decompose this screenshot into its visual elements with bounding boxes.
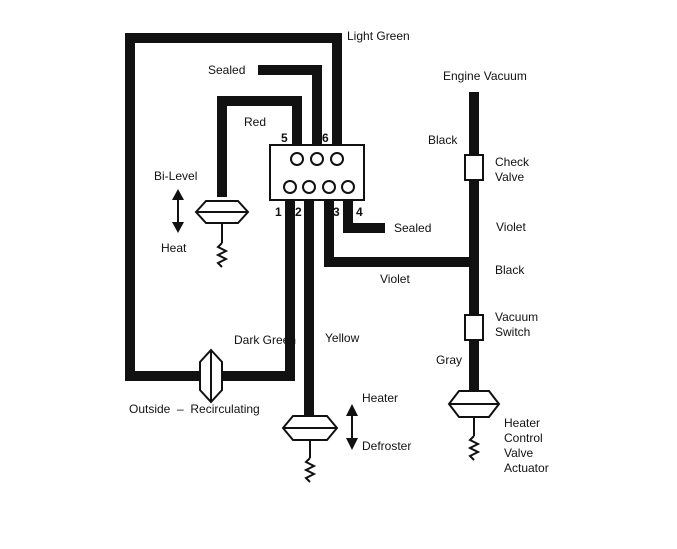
label-port-3: 3 (333, 205, 340, 219)
label-check-valve-2: Valve (495, 170, 524, 184)
label-port-2: 2 (295, 205, 302, 219)
label-dark-green: Dark Green (234, 333, 296, 347)
label-check-valve-1: Check (495, 155, 530, 169)
hose-violet (324, 190, 474, 267)
label-port-1: 1 (275, 205, 282, 219)
label-light-green: Light Green (347, 29, 410, 43)
label-outside-recirculating: Outside – Recirculating (129, 402, 260, 416)
label-actuator-1: Heater (504, 416, 540, 430)
label-gray: Gray (436, 353, 462, 367)
label-sealed-right: Sealed (394, 221, 431, 235)
label-engine-vacuum: Engine Vacuum (443, 69, 527, 83)
vacuum-switch (464, 314, 484, 341)
hose-sealed-top (258, 65, 322, 153)
hose-red (217, 96, 302, 197)
label-port-6: 6 (322, 131, 329, 145)
label-violet-right: Violet (496, 220, 526, 234)
label-port-4: 4 (356, 205, 363, 219)
bilevel-actuator (194, 200, 250, 268)
port-6-nipple (330, 152, 344, 166)
port-3-nipple (322, 180, 336, 194)
hose-light-green (125, 33, 342, 381)
port-4-nipple (341, 180, 355, 194)
label-sealed-top: Sealed (208, 63, 245, 77)
label-actuator-3: Valve (504, 446, 533, 460)
label-violet-mid: Violet (380, 272, 410, 286)
port-1-nipple (283, 180, 297, 194)
heater-defroster-actuator (281, 415, 339, 483)
label-port-5: 5 (281, 131, 288, 145)
hose-dark-green (222, 190, 295, 381)
label-yellow: Yellow (325, 331, 360, 345)
label-vacuum-switch-2: Switch (495, 325, 530, 339)
heater-defroster-arrow-icon (346, 404, 358, 450)
label-black-mid: Black (495, 263, 525, 277)
label-red: Red (244, 115, 266, 129)
label-black-top: Black (428, 133, 458, 147)
port-2-nipple (302, 180, 316, 194)
label-heat: Heat (161, 241, 187, 255)
label-actuator-2: Control (504, 431, 543, 445)
label-actuator-4: Actuator (504, 461, 549, 475)
bilevel-heat-arrow-icon (172, 189, 184, 233)
hose-sealed-right (343, 190, 385, 233)
port-sealed-nipple (310, 152, 324, 166)
label-bilevel: Bi-Level (154, 169, 197, 183)
label-vacuum-switch-1: Vacuum (495, 310, 538, 324)
port-5-nipple (290, 152, 304, 166)
label-defroster: Defroster (362, 439, 411, 453)
heater-control-valve-actuator (447, 390, 501, 461)
outside-recirc-actuator (199, 348, 223, 404)
check-valve (464, 154, 484, 181)
label-heater: Heater (362, 391, 398, 405)
